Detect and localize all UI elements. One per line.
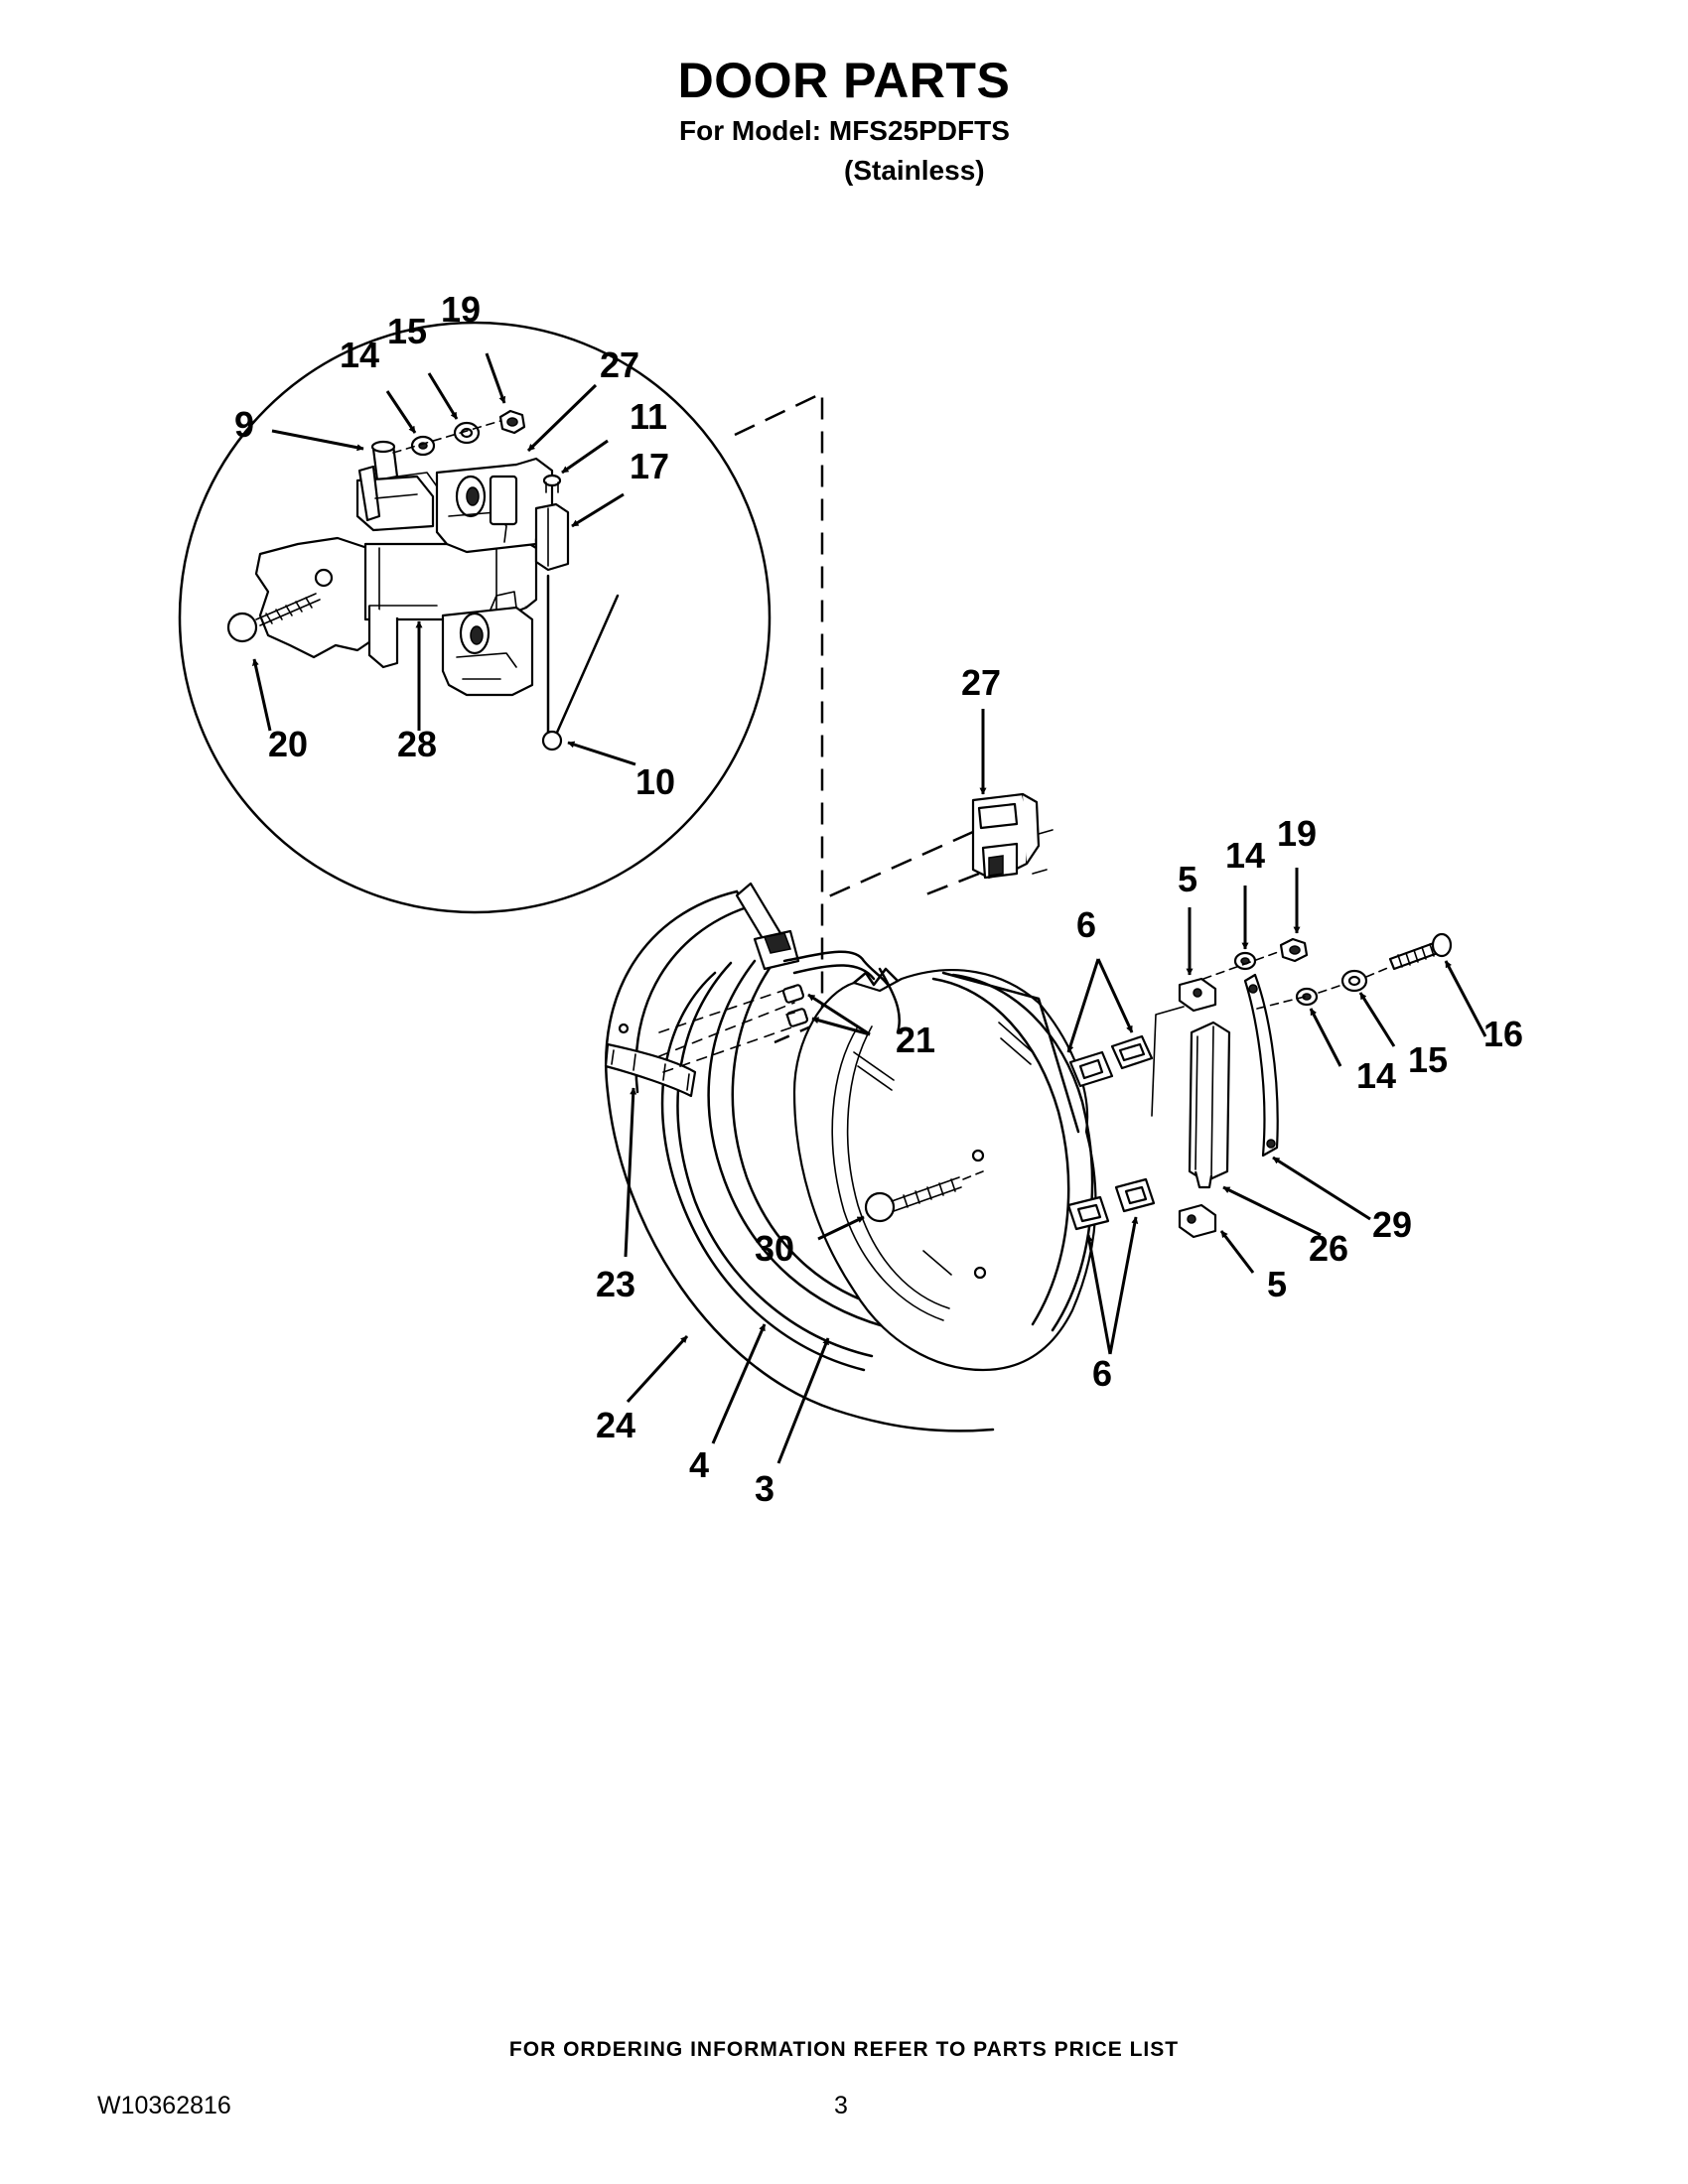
callout-14-main-lower: 14: [1356, 1055, 1396, 1096]
bracket-17: [534, 502, 570, 572]
main-callout-labels: 27 19 14 5 6 16 21 15 14 29 26 23 30 5 6…: [596, 662, 1523, 1509]
nut-19-upper: [1279, 937, 1309, 963]
washer-15-lower: [1340, 969, 1368, 993]
handle-26: [1188, 1021, 1231, 1189]
handle-assembly: [1066, 932, 1453, 1239]
screw-16: [1388, 932, 1453, 971]
callout-6-lower: 6: [1092, 1353, 1112, 1394]
hinge-27-reference-line: [821, 830, 974, 901]
door-hinge-27: [971, 792, 1054, 880]
callout-27-main: 27: [961, 662, 1001, 703]
model-line: For Model: MFS25PDFTS: [679, 115, 1010, 146]
hinge-27-reference-line-2: [922, 872, 980, 897]
washer-14-upper: [1233, 951, 1257, 971]
callout-26: 26: [1309, 1228, 1348, 1269]
callout-23: 23: [596, 1264, 635, 1304]
callout-20: 20: [268, 724, 308, 764]
door-edge-hole: [314, 568, 334, 588]
screw-30: [864, 1170, 984, 1223]
screw-11: [542, 474, 562, 493]
detail-leader-arrows: [251, 352, 636, 766]
callout-29: 29: [1372, 1204, 1412, 1245]
gasket-6-upper-right: [1110, 1034, 1154, 1070]
model-variant: (Stainless): [844, 155, 985, 186]
callout-9: 9: [234, 404, 254, 445]
callout-19-main: 19: [1277, 813, 1317, 854]
document-number: W10362816: [97, 2092, 231, 2119]
rod-10: [541, 574, 620, 751]
callout-21: 21: [896, 1020, 935, 1060]
callout-15: 15: [387, 311, 427, 351]
door-top-hinge: [735, 882, 896, 995]
door-ring-4: [660, 971, 866, 1372]
callout-30: 30: [755, 1228, 794, 1269]
washer-14-lower: [1295, 987, 1319, 1007]
callout-27: 27: [600, 344, 639, 385]
door-assembly: [604, 882, 1097, 1433]
screw-20: [226, 593, 321, 643]
gasket-6-lower-left: [1066, 1195, 1110, 1231]
gasket-6-lower-right: [1114, 1177, 1156, 1213]
callout-19: 19: [441, 289, 481, 330]
callout-14: 14: [340, 335, 379, 375]
door-liner: [792, 969, 1097, 1372]
detail-reference-line: [734, 391, 824, 1017]
nut-19: [498, 409, 526, 435]
screws-21: [781, 984, 809, 1027]
hinge-pin-9: [355, 440, 438, 532]
callout-24: 24: [596, 1405, 635, 1445]
door-ring-3: [707, 959, 886, 1328]
page-title: DOOR PARTS: [677, 53, 1011, 108]
callout-6-upper: 6: [1076, 904, 1096, 945]
washer-14: [410, 435, 436, 457]
hinge-body-27: [435, 457, 554, 554]
callout-14-main-upper: 14: [1225, 835, 1265, 876]
callout-4: 4: [689, 1444, 709, 1485]
callout-17: 17: [630, 446, 669, 486]
callout-5-upper: 5: [1178, 859, 1197, 899]
strap-23: [604, 1042, 697, 1098]
detail-axis-line: [392, 420, 501, 454]
handle-trim-29: [1243, 973, 1279, 1158]
callout-15-main: 15: [1408, 1039, 1448, 1080]
washer-15: [453, 421, 481, 445]
page-number: 3: [834, 2092, 848, 2119]
detail-circle: [178, 321, 772, 914]
detail-callout-labels: 19 15 14 27 9 11 17 20 28 10: [234, 289, 675, 802]
outer-door-shell-24: [605, 889, 995, 1433]
ordering-info-note: FOR ORDERING INFORMATION REFER TO PARTS …: [508, 2038, 1180, 2061]
spacer-block-5-lower: [1178, 1203, 1217, 1239]
door-edge-fragment: [254, 536, 391, 659]
main-leader-arrows: [624, 709, 1487, 1464]
gasket-6-upper-left: [1068, 1050, 1114, 1088]
hinge-detail-view: 19 15 14 27 9 11 17 20 28 10: [178, 289, 772, 914]
callout-16: 16: [1483, 1014, 1523, 1054]
callout-3: 3: [755, 1468, 774, 1509]
spacer-block-5-upper: [1178, 977, 1217, 1013]
hinge-body-lower: [441, 591, 534, 697]
callout-10: 10: [635, 761, 675, 802]
callout-28: 28: [397, 724, 437, 764]
callout-5-lower: 5: [1267, 1264, 1287, 1304]
callout-11: 11: [630, 396, 667, 437]
